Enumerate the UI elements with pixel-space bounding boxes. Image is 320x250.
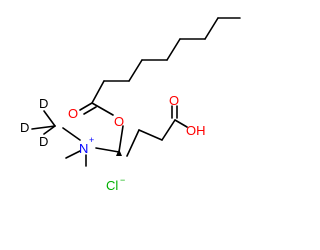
cd3-bond [43, 110, 56, 127]
carbonyl-oxygen-label: O [68, 106, 78, 121]
nitrogen-label: N [79, 141, 88, 156]
ammonium-substituents [31, 110, 87, 167]
bond [95, 147, 120, 153]
acid-oh-bond [174, 119, 188, 128]
nitrogen-charge: + [89, 135, 94, 145]
molecule-diagram: O O O OH N + D D D Cl − [20, 17, 241, 193]
hydroxyl-label: OH [186, 123, 206, 138]
bond [62, 127, 81, 141]
bond [166, 38, 181, 61]
acid-oxygen-label: O [169, 93, 179, 108]
structure-svg: O O O OH N + D D D Cl − [20, 17, 241, 193]
octanoyl-chain [91, 17, 241, 104]
carbonyl-bond [79, 102, 93, 111]
deuterium-2-label: D [20, 120, 29, 135]
bond [91, 80, 105, 104]
bond [65, 150, 81, 159]
bond [161, 119, 176, 141]
cd3-bond [43, 125, 56, 135]
ester-oxygen-label: O [114, 114, 124, 129]
bond [204, 17, 219, 40]
bond [118, 125, 124, 153]
backbone [95, 105, 188, 157]
chloride-label: Cl [106, 178, 118, 193]
ester-bond [91, 102, 114, 116]
bond [126, 129, 140, 157]
deuterium-3-label: D [39, 134, 48, 149]
bond [128, 59, 143, 82]
bond [138, 129, 163, 141]
chloride-charge: − [120, 175, 125, 185]
deuterium-1-label: D [39, 96, 48, 111]
cd3-bond [31, 125, 56, 130]
carbonyl-bond [83, 106, 97, 115]
ester-carbonyl [79, 102, 114, 116]
